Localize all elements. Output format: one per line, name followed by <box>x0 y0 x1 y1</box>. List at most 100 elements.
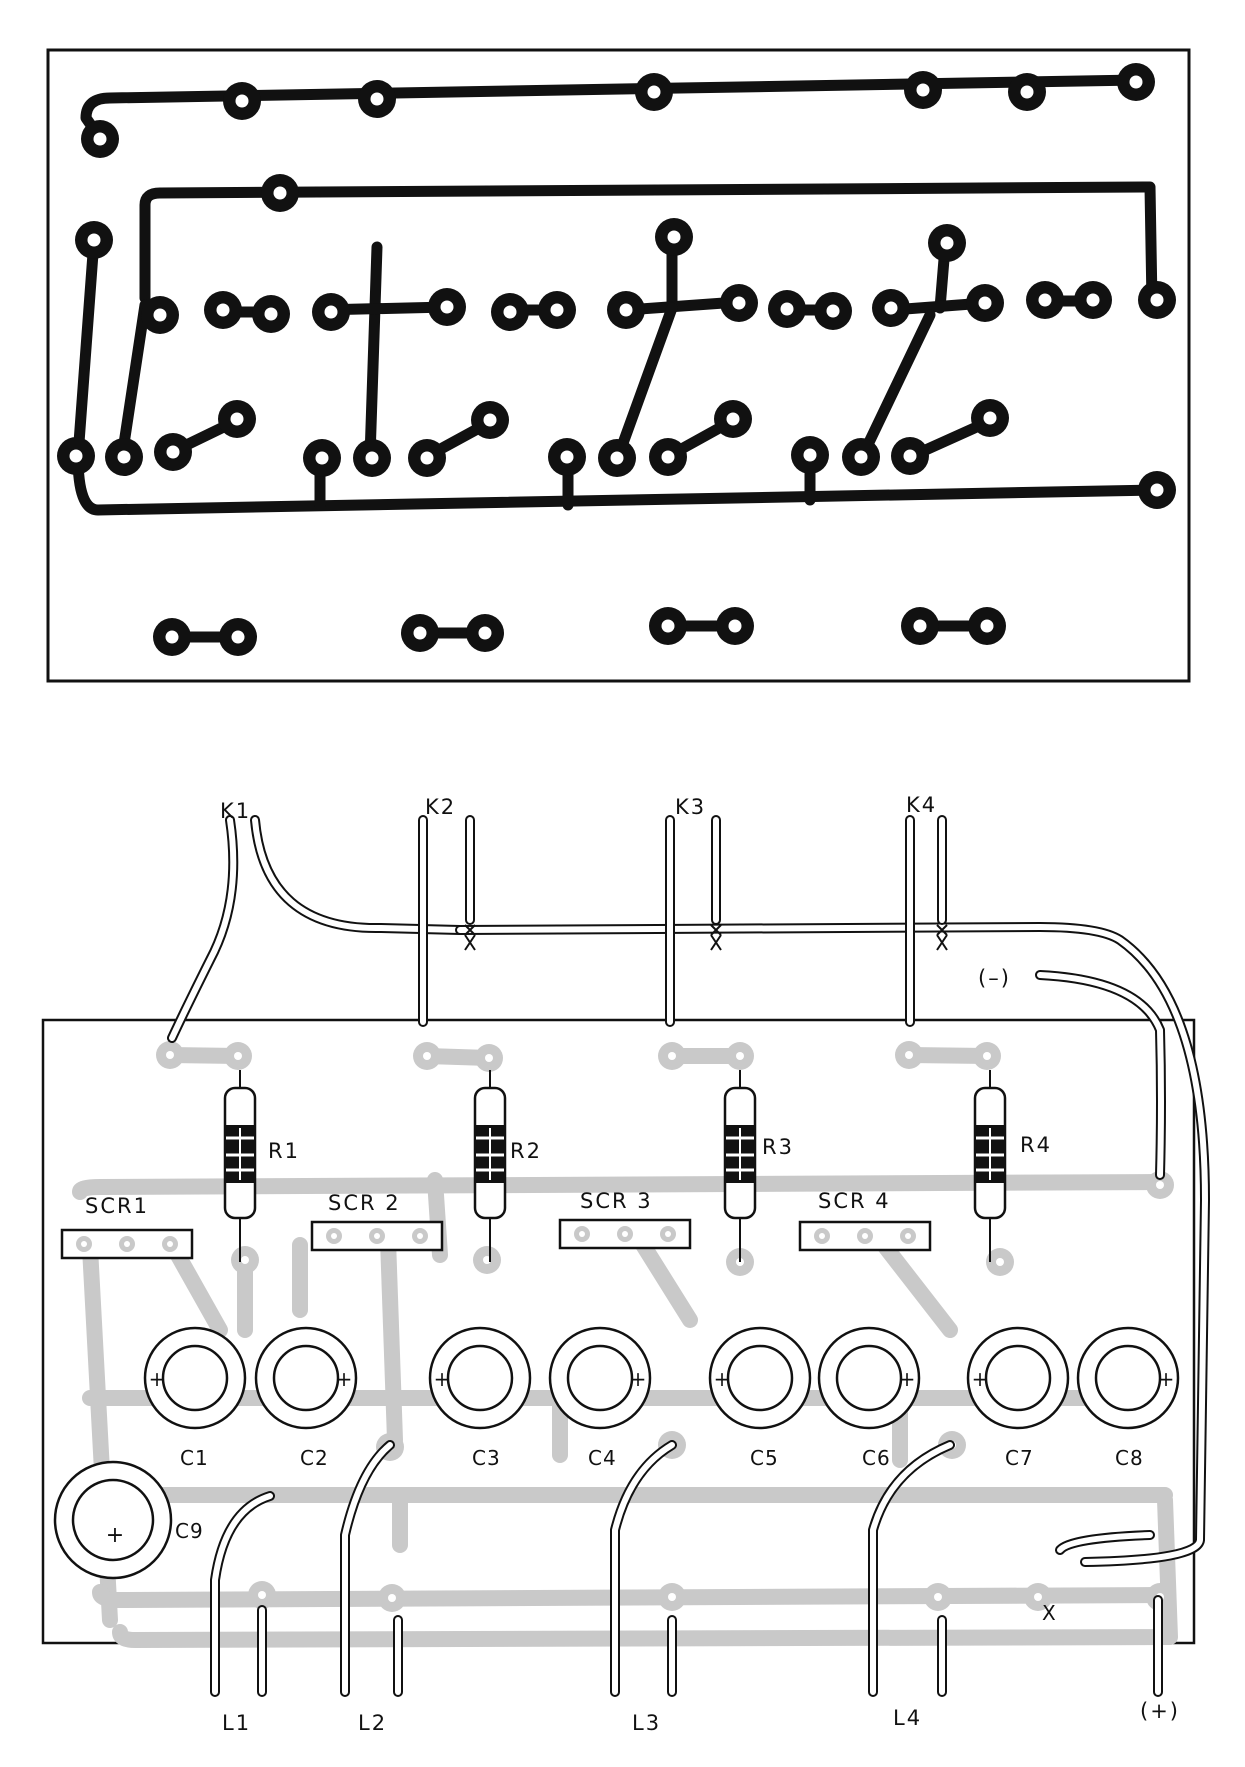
minus-terminal-label: (–) <box>978 966 1011 990</box>
capacitor-label-c1: C1 <box>180 1446 209 1470</box>
copper-pad-28 <box>57 437 95 475</box>
copper-pad-39 <box>714 400 752 438</box>
scr-1 <box>60 1228 194 1260</box>
wire-twist-k2 <box>464 924 476 951</box>
wire-twist-k3 <box>710 924 722 951</box>
shadow-trace-13 <box>872 1232 958 1338</box>
wire-label-k1: K1 <box>220 799 251 823</box>
wire-label-k3: K3 <box>675 795 706 819</box>
copper-pad-23 <box>928 224 966 262</box>
copper-side-border <box>46 48 1191 683</box>
copper-pads <box>57 63 1176 656</box>
capacitor-c3: + <box>428 1326 532 1430</box>
shadow-pad-3 <box>413 1042 441 1070</box>
capacitor-polarity-c7: + <box>972 1367 989 1391</box>
capacitor-polarity-c3: + <box>434 1367 451 1391</box>
shadow-pad-6 <box>726 1042 754 1070</box>
resistor-r3 <box>723 1070 757 1262</box>
capacitor-polarity-c8: + <box>1158 1367 1175 1391</box>
copper-trace-6 <box>364 241 383 463</box>
copper-pad-8 <box>261 174 299 212</box>
shadow-trace-11 <box>380 1232 403 1448</box>
copper-pad-44 <box>1138 471 1176 509</box>
resistor-r2 <box>473 1070 507 1262</box>
shadow-pad-2 <box>224 1042 252 1070</box>
capacitor-label-c7: C7 <box>1005 1446 1034 1470</box>
copper-pad-42 <box>891 437 929 475</box>
scr-4 <box>798 1220 932 1252</box>
wire-l3-a <box>610 1440 677 1697</box>
copper-pad-46 <box>219 618 257 656</box>
capacitor-label-c6: C6 <box>862 1446 891 1470</box>
copper-pad-17 <box>607 291 645 329</box>
shadow-pad-17 <box>248 1581 276 1609</box>
wire-x <box>1055 1530 1155 1555</box>
copper-pad-4 <box>904 71 942 109</box>
shadow-pad-12 <box>986 1248 1014 1276</box>
shadow-pad-7 <box>895 1041 923 1069</box>
copper-pad-37 <box>598 439 636 477</box>
scr-label-3: SCR 3 <box>580 1189 653 1213</box>
shadow-trace-5 <box>72 1174 1168 1200</box>
scr-label-4: SCR 4 <box>818 1189 891 1213</box>
capacitor-c5: + <box>708 1326 812 1430</box>
capacitor-c6: + <box>817 1326 921 1430</box>
copper-pad-25 <box>1026 281 1064 319</box>
wire-k1 <box>167 815 239 1043</box>
capacitor-c1: + <box>143 1326 247 1430</box>
capacitor-label-c5: C5 <box>750 1446 779 1470</box>
copper-pad-26 <box>1074 281 1112 319</box>
wire-twist-k4 <box>936 924 948 951</box>
copper-pad-21 <box>814 292 852 330</box>
copper-pad-2 <box>358 80 396 118</box>
copper-trace-12 <box>612 302 678 463</box>
scr-2 <box>310 1220 444 1252</box>
capacitor-label-c2: C2 <box>300 1446 329 1470</box>
shadow-pad-19 <box>658 1583 686 1611</box>
copper-pad-6 <box>1117 63 1155 101</box>
copper-pad-16 <box>538 291 576 329</box>
capacitor-polarity-c5: + <box>714 1367 731 1391</box>
output-label-l3: L3 <box>632 1711 661 1735</box>
wire-l1-a <box>210 1491 275 1697</box>
shadow-pad-1 <box>156 1041 184 1069</box>
shadow-trace-8 <box>112 1492 1178 1648</box>
capacitor-c9: + <box>53 1460 173 1580</box>
copper-pad-52 <box>968 607 1006 645</box>
shadow-trace-7 <box>92 1584 1168 1608</box>
copper-pad-45 <box>153 618 191 656</box>
capacitor-polarity-c6: + <box>899 1367 916 1391</box>
scr-label-2: SCR 2 <box>328 1191 401 1215</box>
scr-label-1: SCR1 <box>85 1194 149 1218</box>
copper-pad-24 <box>966 284 1004 322</box>
wire-common-bus <box>455 922 1210 1567</box>
wire-label-k4: K4 <box>906 793 937 817</box>
output-label-l4: L4 <box>893 1706 922 1730</box>
copper-pad-27 <box>1138 281 1176 319</box>
copper-pad-1 <box>223 82 261 120</box>
capacitor-c8: + <box>1076 1326 1180 1430</box>
resistor-r4 <box>973 1070 1007 1262</box>
wire-label-k2: K2 <box>425 795 456 819</box>
shadow-pad-8 <box>973 1042 1001 1070</box>
copper-pad-43 <box>971 399 1009 437</box>
capacitor-polarity-c2: + <box>336 1367 353 1391</box>
scr-3 <box>558 1218 692 1250</box>
components: +++++++++ <box>53 1070 1180 1580</box>
copper-pad-5 <box>1008 73 1046 111</box>
copper-trace-4 <box>116 299 151 463</box>
capacitor-label-c8: C8 <box>1115 1446 1144 1470</box>
shadow-pad-13 <box>1146 1171 1174 1199</box>
copper-pad-36 <box>548 438 586 476</box>
shadow-pad-4 <box>475 1044 503 1072</box>
copper-pad-12 <box>252 295 290 333</box>
copper-pad-31 <box>218 400 256 438</box>
shadow-pad-21 <box>1024 1583 1052 1611</box>
copper-pad-51 <box>901 607 939 645</box>
capacitor-c2: + <box>254 1326 358 1430</box>
copper-pad-34 <box>408 439 446 477</box>
copper-pad-48 <box>466 614 504 652</box>
shadow-pad-20 <box>924 1583 952 1611</box>
